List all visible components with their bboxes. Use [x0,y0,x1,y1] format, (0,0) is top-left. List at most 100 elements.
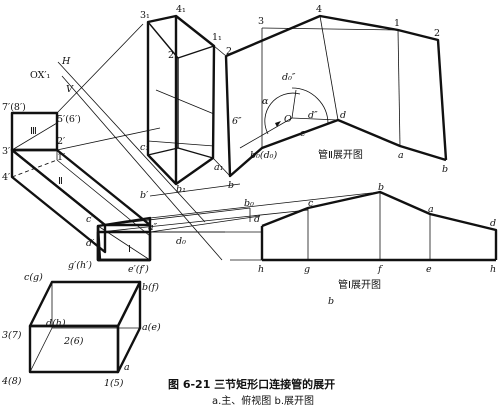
label-4: 4′ [2,172,10,183]
p2-label-a: a [398,150,404,161]
proj-line-d [97,207,251,227]
p1-label-e: e [426,264,432,275]
p2-label-6: 6″ [232,116,242,127]
label-a-dprime: a″ [148,222,158,233]
projection-line-1 [57,61,206,223]
box-label-15: 1(5) [104,378,124,389]
label-c-prime: c′ [86,214,94,225]
region-i: Ⅰ [128,244,131,255]
figure-caption: 图 6-21 三节矩形口连接管的展开 [168,377,335,391]
box-label-cg: c(g) [24,272,43,283]
pipe2-link [213,45,227,57]
label-ox1: OX′₁ [30,70,51,81]
pipe2-link-bottom [212,157,231,177]
proj-line-h [56,127,161,151]
box-side [116,280,142,374]
p2-label-11: 1₁ [212,32,222,43]
box-label-37: 3(7) [2,330,22,341]
pipe2-development-top [225,14,448,161]
pipe2-fold-2 [225,55,231,177]
p2-label-1: 1 [394,18,400,29]
pipe2-prism-bottom [147,147,179,156]
proj-line-b [149,191,381,219]
box-front [28,324,120,374]
p1-label-c: c [308,198,314,209]
p2-label-3: 3 [258,16,264,27]
p1-label-d0: d₀ [176,236,186,247]
pipe2-fold-4 [319,15,339,121]
label-1: 1′ [57,152,65,163]
p1-label-hr: h [490,264,496,275]
section-ii-dashed [11,159,58,178]
p1-label-dr: d [490,218,496,229]
box-label-dh: d(h) [46,318,66,329]
figure-subcaption: a.主、俯视图 b.展开图 [212,394,314,407]
proj-line-g [149,183,241,197]
pipe1-title: 管Ⅰ展开图 [338,278,381,291]
pipe2-arrow [275,121,281,127]
p2-label-br: b [442,164,448,175]
pipe2-alpha-arc [264,92,301,135]
section-ii-hidden-edge [56,159,151,237]
p1-label-a: a [428,204,434,215]
pipe2-prism-cross2 [147,140,215,147]
p2-label-b: b [228,180,234,191]
part-label-a: a [124,362,130,373]
proj-line-a [56,23,144,114]
pipe2-prism-cross [155,89,215,115]
pipe2-radius [291,89,297,119]
p1-label-b: b [378,182,384,193]
box-hidden-d [29,327,53,373]
label-2: 2′ [57,136,65,147]
p2-label-d: d [340,110,346,121]
p1-label-f: f [377,264,383,275]
pipe2-fold-1 [397,29,401,147]
box-label-48: 4(8) [1,376,22,387]
section-ii-outline [10,148,152,227]
p2-label-31: 3₁ [140,10,150,21]
pipe1-top-curve [261,190,498,260]
p2-label-b1: b₁ [176,184,186,195]
pipe2-top-guide [261,27,399,31]
label-3: 3′ [2,146,10,157]
pipe2-prism-bottom2 [177,147,214,159]
label-d-prime: d′ [86,238,95,249]
box-label-bf: b(f) [142,282,159,293]
p2-label-2r: 2 [434,28,440,39]
p2-label-c: c [300,128,306,139]
axis-ox1-line [61,75,223,261]
p2-label-4: 4 [316,4,322,15]
p2-label-41: 4₁ [176,4,186,15]
proj-line-e [149,215,261,233]
p1-label-d: d [254,214,260,225]
pipe2-diag [239,117,293,149]
label-h: H [61,56,71,67]
proj-line-c [99,209,309,233]
pipe2-prism-top-edge2 [177,45,215,59]
region-iii: Ⅲ [30,126,37,137]
p1-label-b0: b₀ [244,198,254,209]
label-b-prime: b′ [140,190,149,201]
p2-label-dpp: d″ [308,110,318,121]
p2-label-b0d0: b₀(d₀) [250,150,277,161]
p2-label-a1: a₁ [214,162,223,173]
p1-label-h: h [258,264,264,275]
pipe2-arc [291,87,329,125]
label-7-8: 7′(8′) [2,102,26,113]
pipe2-prism-top-edge [147,21,179,59]
section-ii-side [10,148,107,254]
p2-label-c1: c₁ [140,142,149,153]
box-label-26: 2(6) [63,336,84,347]
label-5-6: 5′(6′) [57,114,81,125]
p2-label-2: 2 [226,46,232,57]
pipe2-base-line [291,117,339,121]
part-label-b: b [328,296,334,307]
label-alpha: α [262,96,269,107]
label-g-h: g′(h′) [68,260,92,271]
region-ii: Ⅱ [58,176,63,187]
pipe2-title: 管Ⅱ展开图 [318,148,363,161]
p2-label-21: 2₁ [168,50,178,61]
label-e-f: e′(f′) [128,264,149,275]
